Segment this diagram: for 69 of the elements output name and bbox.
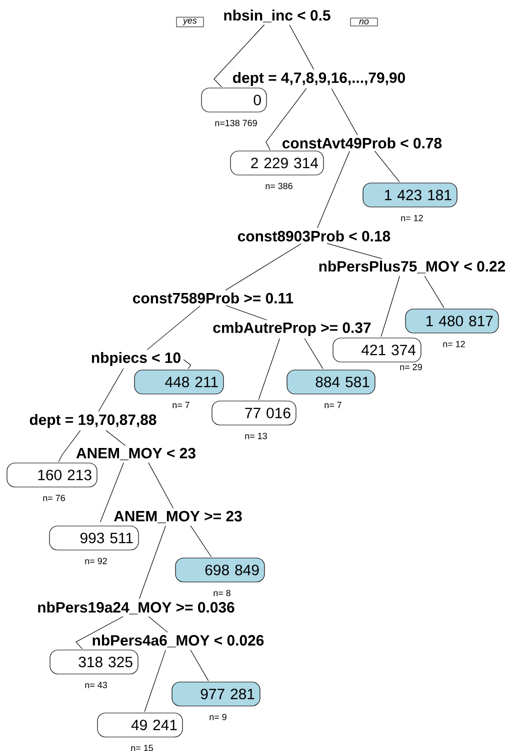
split-condition: const7589Prob >= 0.11 bbox=[133, 292, 294, 304]
leaf-box: 77 016 bbox=[212, 400, 296, 426]
leaf-box: 2 229 314 bbox=[230, 150, 324, 176]
sample-size: n= 15 bbox=[131, 744, 153, 751]
sample-size: n= 12 bbox=[401, 214, 423, 222]
branch-line bbox=[148, 462, 174, 509]
branch-line bbox=[326, 243, 382, 259]
branch-line bbox=[183, 359, 192, 370]
branch-line bbox=[380, 276, 400, 338]
leaf-box: 1 480 817 bbox=[405, 308, 499, 334]
leaf-box: 977 281 bbox=[172, 682, 260, 706]
branch-line bbox=[76, 616, 124, 650]
split-condition: dept = 19,70,87,88 bbox=[30, 414, 156, 428]
branch-line bbox=[190, 650, 209, 682]
split-condition: nbPers19a24_MOY >= 0.036 bbox=[38, 602, 234, 614]
sample-size: n= 7 bbox=[172, 402, 190, 408]
leaf-box: 421 374 bbox=[332, 338, 422, 362]
branch-line bbox=[331, 88, 358, 136]
branch-line bbox=[258, 338, 280, 400]
sample-size: n= 13 bbox=[245, 432, 267, 440]
leaf-box: 49 241 bbox=[97, 712, 183, 738]
leaf-box: 318 325 bbox=[50, 650, 138, 674]
branch-line bbox=[98, 368, 124, 412]
leaf-box: 1 423 181 bbox=[362, 182, 458, 208]
split-condition: ANEM_MOY >= 23 bbox=[114, 510, 242, 524]
branch-line bbox=[100, 462, 124, 522]
branch-line bbox=[374, 150, 400, 182]
split-condition: const8903Prob < 0.18 bbox=[238, 230, 390, 242]
branch-line bbox=[105, 430, 126, 446]
leaf-box: 884 581 bbox=[286, 370, 376, 394]
branch-line bbox=[58, 430, 81, 462]
leaf-box: 993 511 bbox=[49, 526, 139, 550]
sample-size: n= 29 bbox=[400, 364, 422, 370]
branch-line bbox=[148, 616, 168, 633]
sample-size: n= 386 bbox=[266, 182, 292, 190]
split-condition: dept = 4,7,8,9,16,...,79,90 bbox=[233, 72, 405, 86]
sample-size: n=138 769 bbox=[215, 120, 257, 126]
sample-size: n= 43 bbox=[85, 682, 107, 688]
split-condition: constAvt49Prob < 0.78 bbox=[282, 138, 442, 148]
branch-line bbox=[225, 243, 302, 291]
leaf-box: 0 bbox=[201, 88, 267, 112]
split-condition: nbsin_inc < 0.5 bbox=[224, 10, 330, 22]
branch-line bbox=[266, 88, 307, 150]
leaf-box: 448 211 bbox=[134, 370, 224, 394]
sample-size: n= 8 bbox=[214, 590, 230, 596]
branch-line bbox=[214, 24, 265, 88]
branch-line bbox=[138, 525, 166, 600]
leaf-box: 698 849 bbox=[175, 558, 265, 582]
split-condition: cmbAutreProp >= 0.37 bbox=[213, 322, 371, 336]
split-condition: ANEM_MOY < 23 bbox=[76, 448, 196, 460]
branch-tag: yes bbox=[176, 16, 204, 28]
split-condition: nbpiecs < 10 bbox=[92, 352, 180, 366]
branch-line bbox=[424, 276, 444, 308]
sample-size: n= 76 bbox=[43, 494, 65, 502]
sample-size: n= 9 bbox=[210, 714, 226, 720]
branch-line bbox=[304, 338, 324, 370]
leaf-box: 160 213 bbox=[6, 462, 98, 488]
sample-size: n= 92 bbox=[85, 558, 107, 564]
sample-size: n= 7 bbox=[324, 402, 342, 408]
branch-line bbox=[226, 305, 267, 320]
branch-line bbox=[190, 525, 212, 558]
branch-line bbox=[144, 650, 166, 712]
branch-line bbox=[146, 306, 201, 350]
split-condition: nbPersPlus75_MOY < 0.22 bbox=[319, 260, 506, 274]
split-condition: nbPers4a6_MOY < 0.026 bbox=[92, 634, 264, 648]
sample-size: n= 12 bbox=[443, 340, 465, 348]
branch-line bbox=[289, 24, 314, 70]
branch-tag: no bbox=[350, 18, 378, 26]
branch-line bbox=[317, 150, 350, 228]
